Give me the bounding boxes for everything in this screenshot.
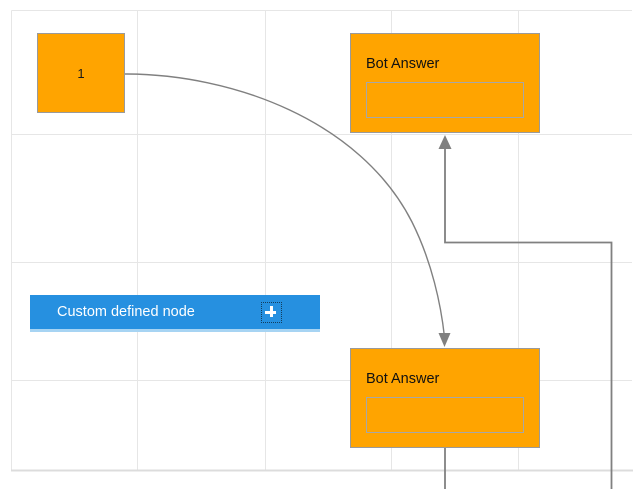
start-node-label: 1 bbox=[77, 65, 85, 81]
orthogonal-connector-arrowhead bbox=[438, 135, 452, 149]
orthogonal-connector[interactable] bbox=[444, 146, 613, 489]
curved-connector-arrowhead bbox=[438, 333, 451, 347]
bot-answer-top-slot[interactable] bbox=[366, 82, 524, 118]
bot-answer-bottom-title: Bot Answer bbox=[366, 371, 440, 387]
bot-answer-node-top[interactable]: Bot Answer bbox=[350, 33, 540, 133]
start-node[interactable]: 1 bbox=[37, 33, 125, 113]
curved-connector[interactable] bbox=[124, 73, 446, 338]
bot-answer-bottom-slot[interactable] bbox=[366, 397, 524, 433]
bot-answer-top-title: Bot Answer bbox=[366, 56, 440, 72]
plus-icon[interactable] bbox=[261, 301, 282, 323]
custom-defined-node-label: Custom defined node bbox=[57, 303, 195, 320]
bot-answer-node-bottom[interactable]: Bot Answer bbox=[350, 348, 540, 448]
custom-defined-node-item[interactable]: Custom defined node bbox=[30, 295, 320, 329]
